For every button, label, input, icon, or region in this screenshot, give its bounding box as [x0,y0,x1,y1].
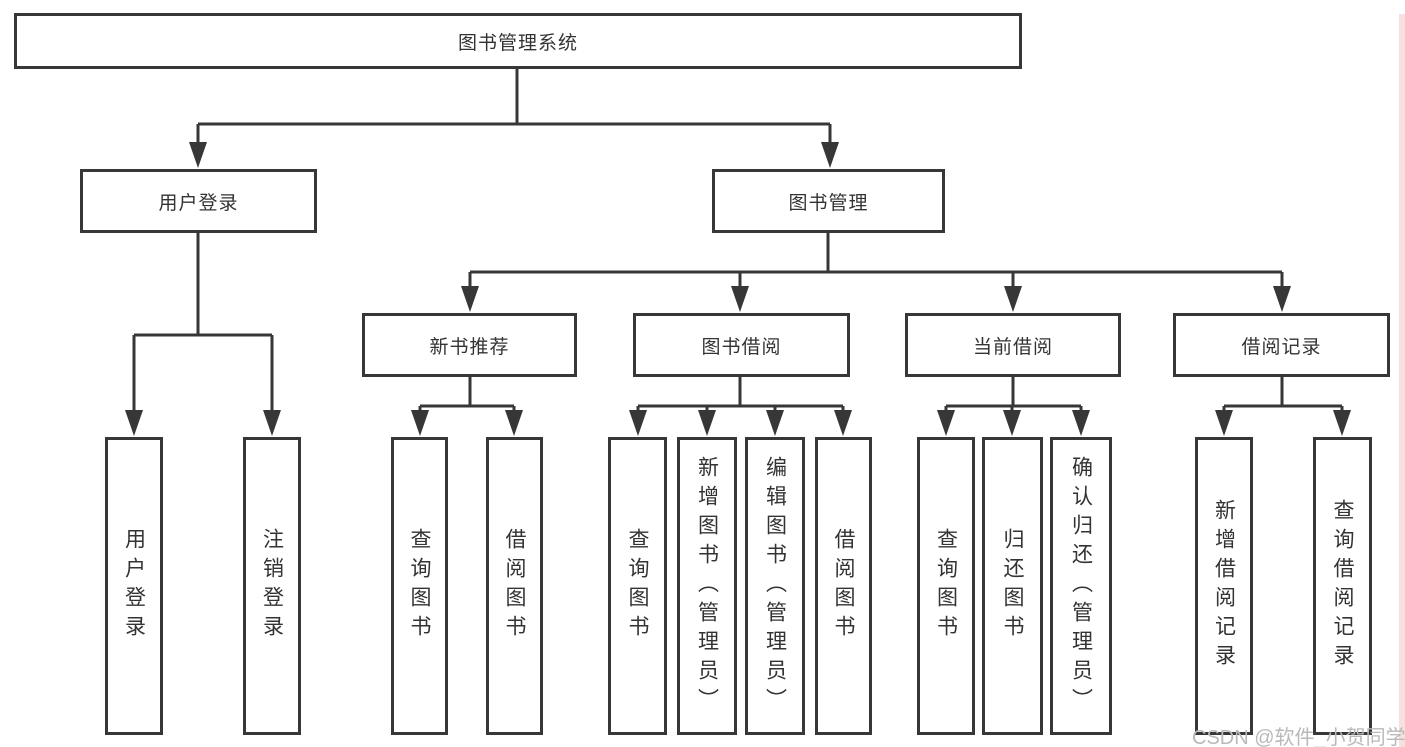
leaf-label: 查询图书 [934,528,958,644]
node-current-borrowing: 当前借阅 [905,313,1121,377]
leaf-label: 确认归还（管理员） [1069,455,1093,717]
leaf-label: 借阅图书 [503,528,526,644]
connector-new-book-rec [411,377,523,436]
leaf-label: 用户登录 [122,528,146,644]
node-user-login: 用户登录 [80,169,317,233]
leaf-label: 借阅图书 [832,528,855,644]
leaf-borrowing-query-books: 查询图书 [608,437,667,735]
leaf-label: 查询图书 [626,528,649,644]
leaf-label: 查询图书 [408,528,431,644]
connector-root [189,69,839,168]
leaf-label: 查询借阅记录 [1331,499,1354,673]
node-new-book-recommendation: 新书推荐 [362,313,577,377]
leaf-current-query-books: 查询图书 [917,437,975,735]
leaf-label: 编辑图书（管理员） [763,455,787,717]
csdn-watermark: CSDN @软件_小贺同学 [1192,727,1405,747]
leaf-logout: 注销登录 [243,437,301,735]
connector-borrowing-records [1215,377,1351,436]
node-book-borrowing: 图书借阅 [633,313,850,377]
leaf-current-return-books: 归还图书 [982,437,1043,735]
leaf-current-confirm-return-admin: 确认归还（管理员） [1050,437,1112,735]
leaf-newrec-query-books: 查询图书 [391,437,448,735]
leaf-label: 归还图书 [1001,528,1024,644]
connector-user-login [125,233,281,436]
connector-current-borrowing [937,377,1090,436]
leaf-borrowing-add-books-admin: 新增图书（管理员） [677,437,737,735]
connector-book-borrowing [629,377,852,436]
leaf-records-add-record: 新增借阅记录 [1195,437,1253,735]
right-edge-accent [1399,14,1405,747]
node-book-management: 图书管理 [712,169,945,233]
leaf-label: 新增借阅记录 [1212,499,1236,673]
leaf-borrowing-edit-books-admin: 编辑图书（管理员） [745,437,805,735]
leaf-newrec-borrow-books: 借阅图书 [486,437,543,735]
connector-book-management [461,233,1291,312]
leaf-label: 注销登录 [260,528,284,644]
leaf-borrowing-borrow-books: 借阅图书 [815,437,872,735]
node-borrowing-records: 借阅记录 [1173,313,1390,377]
leaf-user-login: 用户登录 [105,437,163,735]
node-root: 图书管理系统 [14,13,1022,69]
leaf-records-query-record: 查询借阅记录 [1313,437,1372,735]
leaf-label: 新增图书（管理员） [695,455,719,717]
